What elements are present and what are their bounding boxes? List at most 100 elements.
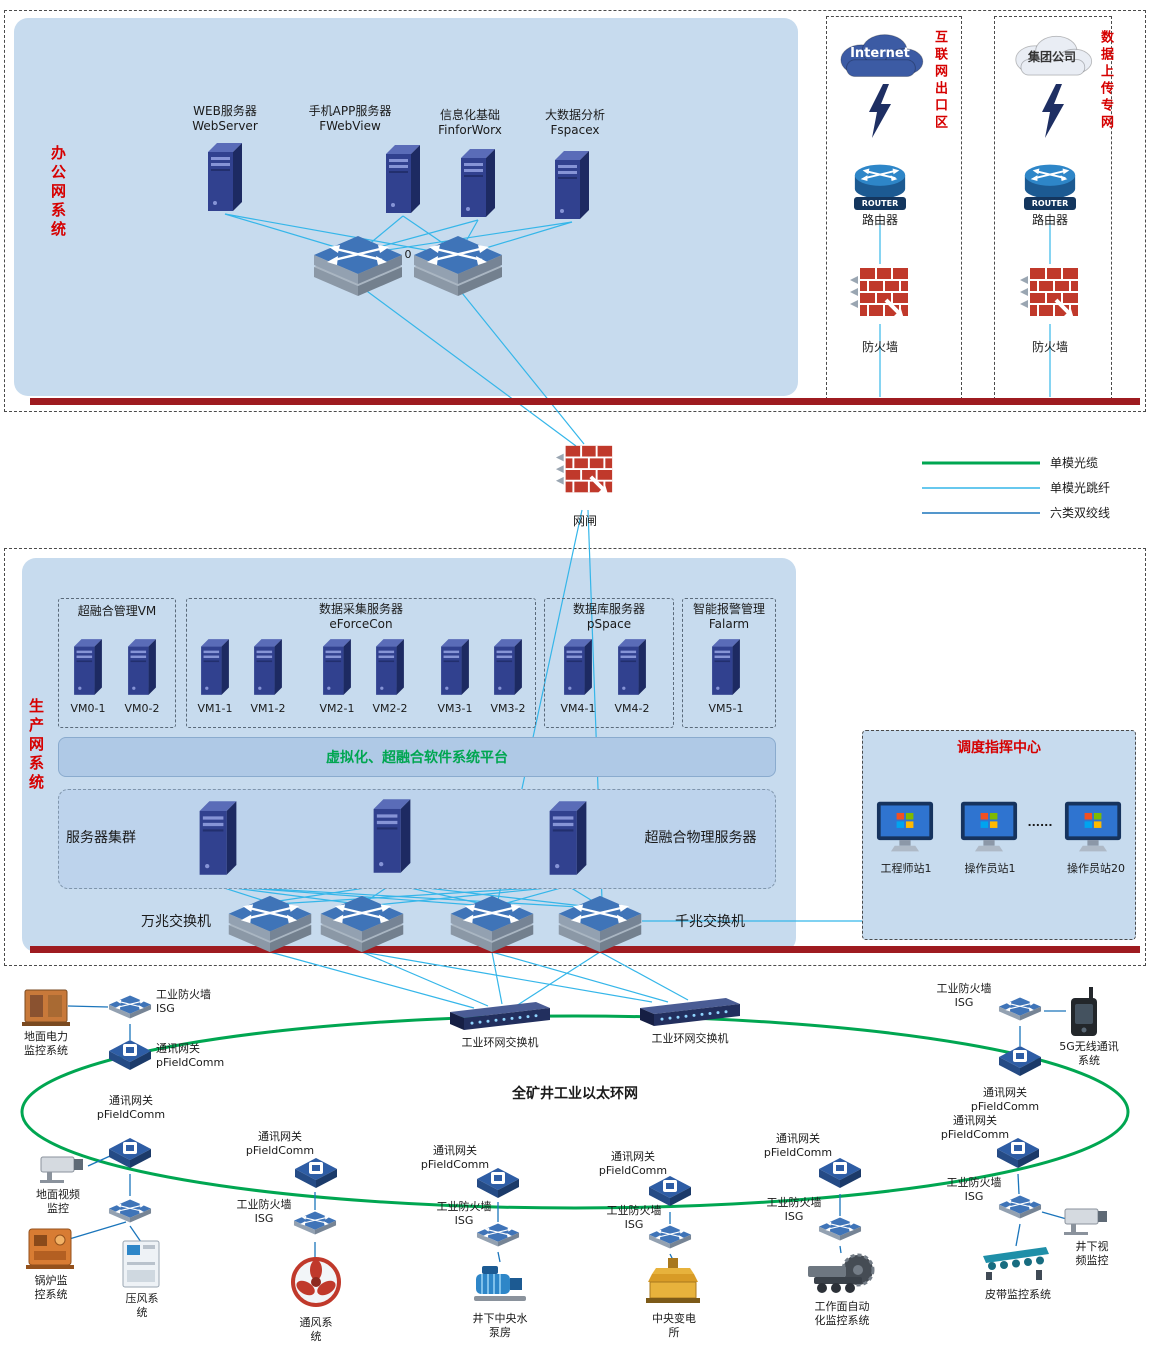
firewall-icon [848, 264, 912, 324]
vm-server-icon [437, 636, 473, 698]
switch-gap-label: 0 [404, 248, 412, 261]
workstation-icon [960, 800, 1018, 854]
label-line: pFieldComm [156, 1055, 225, 1069]
legend-label: 单模光缆 [1050, 456, 1099, 470]
group-cloud-label: 集团公司 [1027, 50, 1076, 64]
vm-server-icon [372, 636, 408, 698]
label-line: pFieldComm [96, 1107, 166, 1121]
switch-10g-label: 万兆交换机 [141, 914, 211, 930]
label-line: 统 [310, 1329, 322, 1343]
comm-gateway-label: 通讯网关 pFieldComm [237, 1130, 323, 1158]
label-line: 工业防火墙 [436, 1200, 492, 1213]
label-line: 数据库服务器 [572, 602, 645, 616]
vm-server-icon [250, 636, 286, 698]
label-line: 大数据分析 [544, 108, 605, 122]
ventilation-fan-icon [290, 1256, 342, 1308]
label-line: ISG [254, 1211, 274, 1225]
station-label: 操作员站1 [964, 862, 1016, 875]
legend-row-patch: 单模光跳纤 [922, 475, 1110, 500]
office-switch-icon [312, 234, 404, 298]
station-label: 工程师站1 [880, 862, 932, 875]
label-line: 超融合管理VM [77, 604, 157, 618]
label-bigdata-server: 大数据分析 Fspacex [515, 108, 635, 138]
comm-gateway-label: 通讯网关 pFieldComm [88, 1094, 174, 1122]
label-line: 通讯网关 [776, 1132, 820, 1145]
compressor-label: 压风系 统 [116, 1292, 168, 1320]
comm-gateway-icon [995, 1136, 1041, 1176]
vm-label: VM1-2 [250, 702, 286, 715]
ring-switch-icon [638, 996, 742, 1028]
comm-gateway-icon [293, 1156, 339, 1196]
router-label: 路由器 [1031, 213, 1068, 227]
isolation-gateway-label: 网闸 [572, 514, 597, 528]
vm-label: VM4-1 [560, 702, 596, 715]
industrial-firewall-icon [108, 992, 152, 1022]
cluster-label: 服务器集群 [66, 830, 136, 846]
ground-power-label: 地面电力 监控系统 [8, 1030, 84, 1058]
pump-icon [472, 1258, 528, 1306]
vm-server-icon [124, 636, 160, 698]
label-line: 井下视 [1075, 1240, 1109, 1253]
label-line: 统 [136, 1305, 148, 1319]
belt-conveyor-icon [980, 1244, 1052, 1282]
isolation-gateway-icon [554, 440, 616, 502]
label-line: 中央变电 [652, 1312, 696, 1325]
label-line: 系统 [1078, 1053, 1100, 1067]
label-line: 工作面自动 [814, 1300, 870, 1313]
vm-label: VM4-2 [614, 702, 650, 715]
station-label: 操作员站20 [1067, 862, 1125, 875]
label-web-server: WEB服务器 WebServer [165, 104, 285, 134]
industrial-firewall-label: 工业防火墙 ISG [928, 982, 1000, 1010]
label-line: ISG [624, 1217, 644, 1231]
access-switch-icon [108, 1196, 152, 1226]
label-line: 数据采集服务器 [318, 602, 403, 616]
firewall-icon [1018, 264, 1082, 324]
industrial-firewall-label: 工业防火墙 ISG [228, 1198, 300, 1226]
vm-server-icon [319, 636, 355, 698]
router-label: 路由器 [861, 213, 898, 227]
label-line: 化监控系统 [814, 1313, 870, 1327]
label-line: 通讯网关 [983, 1086, 1027, 1099]
vm-label: VM0-2 [124, 702, 160, 715]
label-line: Falarm [708, 617, 750, 631]
ground-video-camera-icon [38, 1148, 90, 1186]
label-line: FWebView [319, 119, 381, 133]
label-line: 通讯网关 [156, 1042, 200, 1055]
boiler-icon [24, 1224, 76, 1272]
label-line: pFieldComm [763, 1145, 833, 1159]
legend-swatch [922, 511, 1040, 514]
label-line: ISG [454, 1213, 474, 1227]
server-cluster-box [58, 789, 776, 889]
physical-server-icon [368, 796, 416, 876]
ventilation-label: 通风系 统 [289, 1316, 343, 1344]
vm-group-title: 数据采集服务器 eForceCon [186, 602, 536, 632]
legend-swatch [922, 486, 1040, 489]
office-switch-icon [412, 234, 504, 298]
vm-server-icon [614, 636, 650, 698]
core-switch-icon [448, 894, 536, 954]
legend-row-cat6: 六类双绞线 [922, 500, 1110, 525]
label-line: FinforWorx [438, 123, 502, 137]
vm-group-title: 数据库服务器 pSpace [544, 602, 674, 632]
server-icon [455, 146, 501, 220]
label-line: 工业防火墙 [236, 1198, 292, 1211]
compressor-icon [118, 1238, 164, 1290]
legend-label: 单模光跳纤 [1050, 481, 1111, 495]
comm-gateway-icon [107, 1136, 153, 1176]
industrial-firewall-label: 工业防火墙 ISG [428, 1200, 500, 1228]
vm-group-box-mgmt [58, 598, 176, 728]
ring-label: 全矿井工业以太环网 [512, 1086, 638, 1102]
label-line: pFieldComm [940, 1127, 1010, 1141]
vm-server-icon [708, 636, 744, 698]
label-line: 信息化基础 [439, 108, 500, 122]
office-section-label: 办公网系统 [49, 145, 67, 240]
comm-gateway-icon [817, 1156, 863, 1196]
label-line: 工业防火墙 [156, 988, 211, 1001]
switch-1g-label: 千兆交换机 [675, 914, 745, 930]
pump-house-label: 井下中央水 泵房 [458, 1312, 542, 1340]
workface-machine-icon [806, 1250, 878, 1296]
vm-label: VM2-2 [372, 702, 408, 715]
production-section-label: 生产网系统 [27, 698, 45, 793]
legend-row-fiber: 单模光缆 [922, 450, 1110, 475]
label-line: 手机APP服务器 [308, 104, 392, 118]
